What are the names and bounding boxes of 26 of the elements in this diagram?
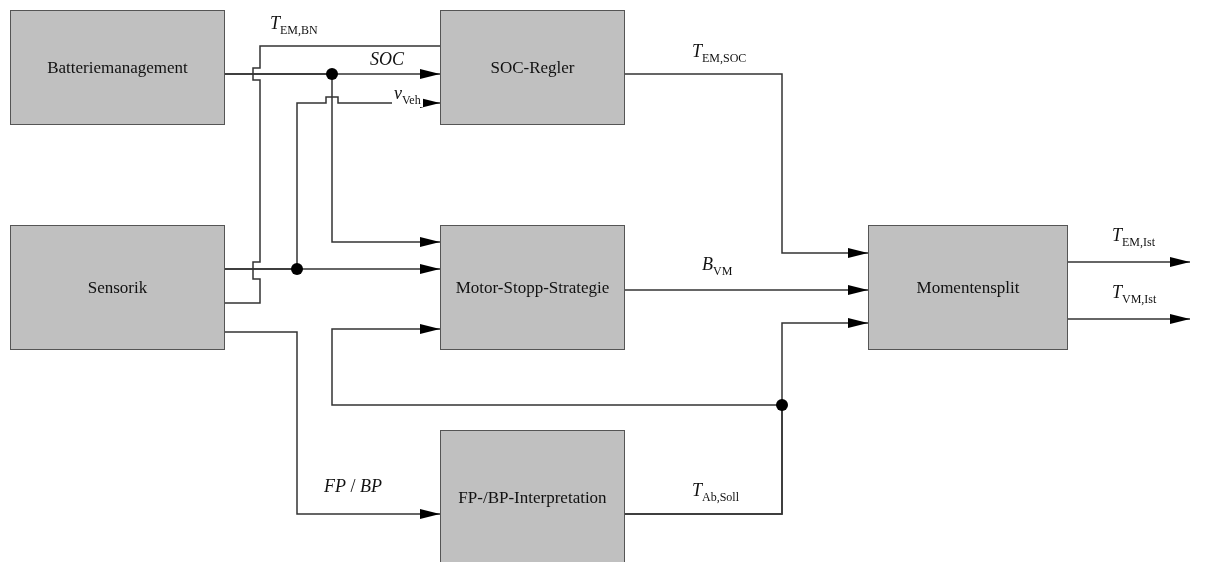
arrow: [331, 324, 783, 515]
block-label: SOC-Regler: [490, 57, 575, 78]
block-box: [868, 225, 1068, 350]
arrow: [624, 285, 869, 295]
block-box: [10, 225, 225, 350]
signal-label: T$_{EM,BN}$: [268, 14, 320, 38]
arrow: [1067, 314, 1191, 324]
signal-label: T$_{EM,Ist}$: [1110, 226, 1157, 250]
arrow: [1067, 257, 1191, 267]
block-box: [440, 430, 625, 562]
block-label: Batteriemanagement: [47, 57, 188, 78]
signal-label: T$_{VM,Ist}$: [1110, 283, 1159, 307]
block-label: Momentensplit: [916, 277, 1020, 298]
block-box: [440, 10, 625, 125]
arrow: [624, 73, 869, 258]
block-label: Sensorik: [87, 277, 148, 298]
block-label: Motor-Stopp-Strategie: [455, 277, 610, 298]
block-box: [440, 225, 625, 350]
signal-label: T$_{Ab,Soll}$: [690, 481, 742, 505]
arrow: [224, 331, 441, 519]
block-box: [10, 10, 225, 125]
signal-label: T$_{EM,SOC}$: [690, 42, 749, 66]
connector-line: [224, 45, 441, 304]
arrow: [224, 73, 441, 247]
arrow: [224, 96, 441, 270]
block-label: FP-/BP-Interpretation: [458, 487, 607, 508]
